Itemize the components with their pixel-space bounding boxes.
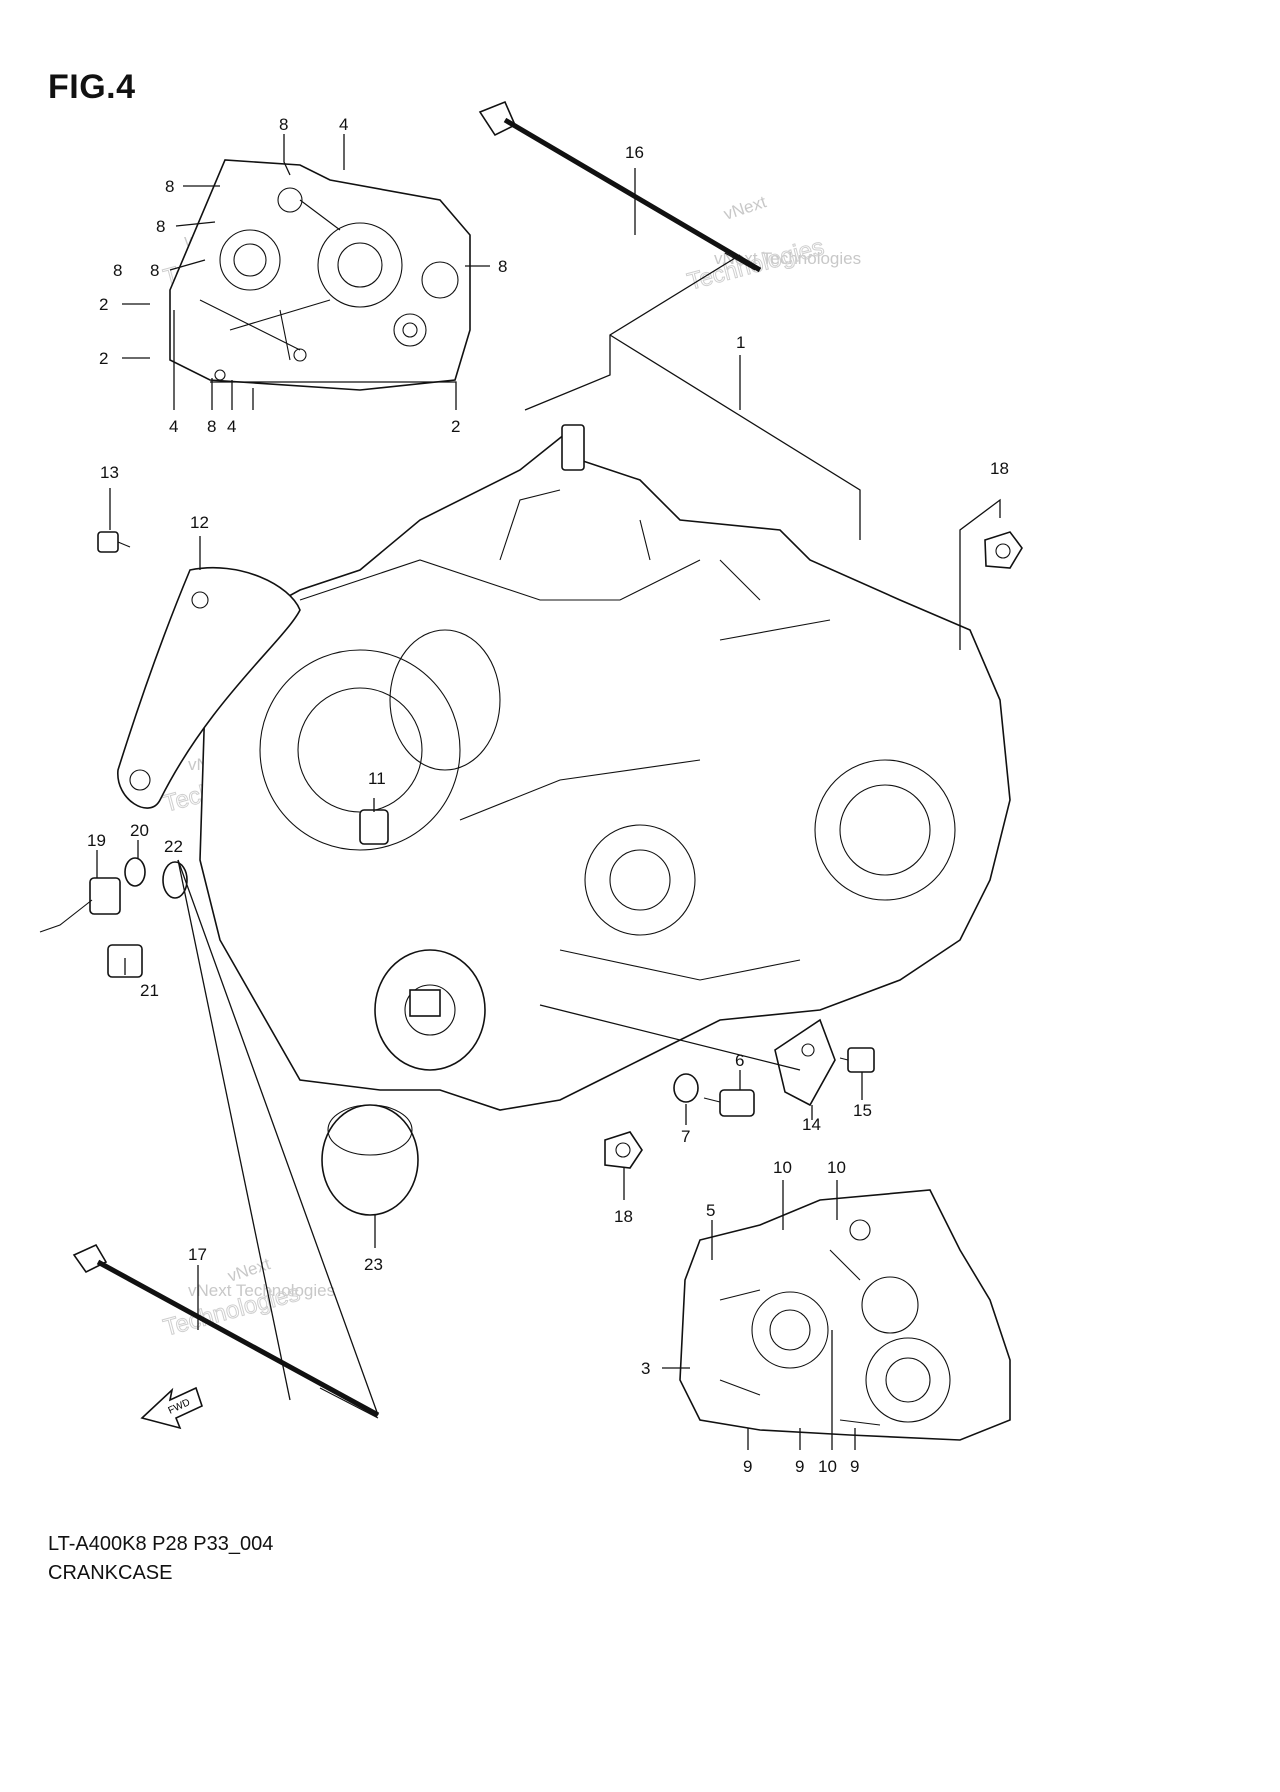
- callout-10: 10: [827, 1158, 846, 1177]
- callout-7: 7: [681, 1127, 690, 1146]
- fwd-arrow: FWD: [140, 1386, 203, 1430]
- callout-2: 2: [99, 349, 108, 368]
- callout-19: 19: [87, 831, 106, 850]
- diagram-title: CRANKCASE: [48, 1562, 173, 1584]
- long-bolt-17-drawing: [72, 1243, 380, 1419]
- callout-8: 8: [156, 217, 165, 236]
- callout-6: 6: [735, 1051, 744, 1070]
- callout-2: 2: [451, 417, 460, 436]
- watermark-text: vNext: [721, 192, 768, 224]
- callout-20: 20: [130, 821, 149, 840]
- callout-4: 4: [169, 417, 178, 436]
- callout-5: 5: [706, 1201, 715, 1220]
- callout-18: 18: [990, 459, 1009, 478]
- callout-2: 2: [99, 295, 108, 314]
- main-crankcase-drawing: [199, 424, 1011, 1111]
- long-bolt-16-drawing: [478, 100, 762, 273]
- callout-8: 8: [279, 115, 288, 134]
- small-parts-drawing: [39, 531, 1023, 1216]
- callout-8: 8: [207, 417, 216, 436]
- left-crankcase-half-drawing: [169, 159, 471, 391]
- callout-16: 16: [625, 143, 644, 162]
- callout-17: 17: [188, 1245, 207, 1264]
- callout-1: 1: [736, 333, 745, 352]
- callout-21: 21: [140, 981, 159, 1000]
- callout-11: 11: [368, 769, 386, 788]
- callout-8: 8: [498, 257, 507, 276]
- callout-9: 9: [850, 1457, 859, 1476]
- callout-4: 4: [339, 115, 348, 134]
- callout-10: 10: [773, 1158, 792, 1177]
- figure-label: FIG.4: [48, 68, 136, 106]
- callout-8: 8: [113, 261, 122, 280]
- callout-23: 23: [364, 1255, 383, 1274]
- callout-3: 3: [641, 1359, 650, 1378]
- callout-22: 22: [164, 837, 183, 856]
- callout-10: 10: [818, 1457, 837, 1476]
- callout-18: 18: [614, 1207, 633, 1226]
- callout-14: 14: [802, 1115, 821, 1134]
- callout-8: 8: [165, 177, 174, 196]
- leader-lines: [96, 134, 1001, 1450]
- gasket-12-drawing: [117, 566, 301, 809]
- callout-12: 12: [190, 513, 209, 532]
- callout-13: 13: [100, 463, 119, 482]
- right-crankcase-half-drawing: [679, 1189, 1011, 1441]
- callout-8: 8: [150, 261, 159, 280]
- model-code: LT-A400K8 P28 P33_004: [48, 1533, 274, 1555]
- callout-labels: 1 2 2 2 3 4 4 4 5 6 7 8 8 8 8 8 8 8 9 9 …: [87, 115, 1009, 1476]
- callout-9: 9: [795, 1457, 804, 1476]
- callout-15: 15: [853, 1101, 872, 1120]
- callout-9: 9: [743, 1457, 752, 1476]
- callout-4: 4: [227, 417, 236, 436]
- watermark-text: vNext Technologies: [188, 1281, 335, 1300]
